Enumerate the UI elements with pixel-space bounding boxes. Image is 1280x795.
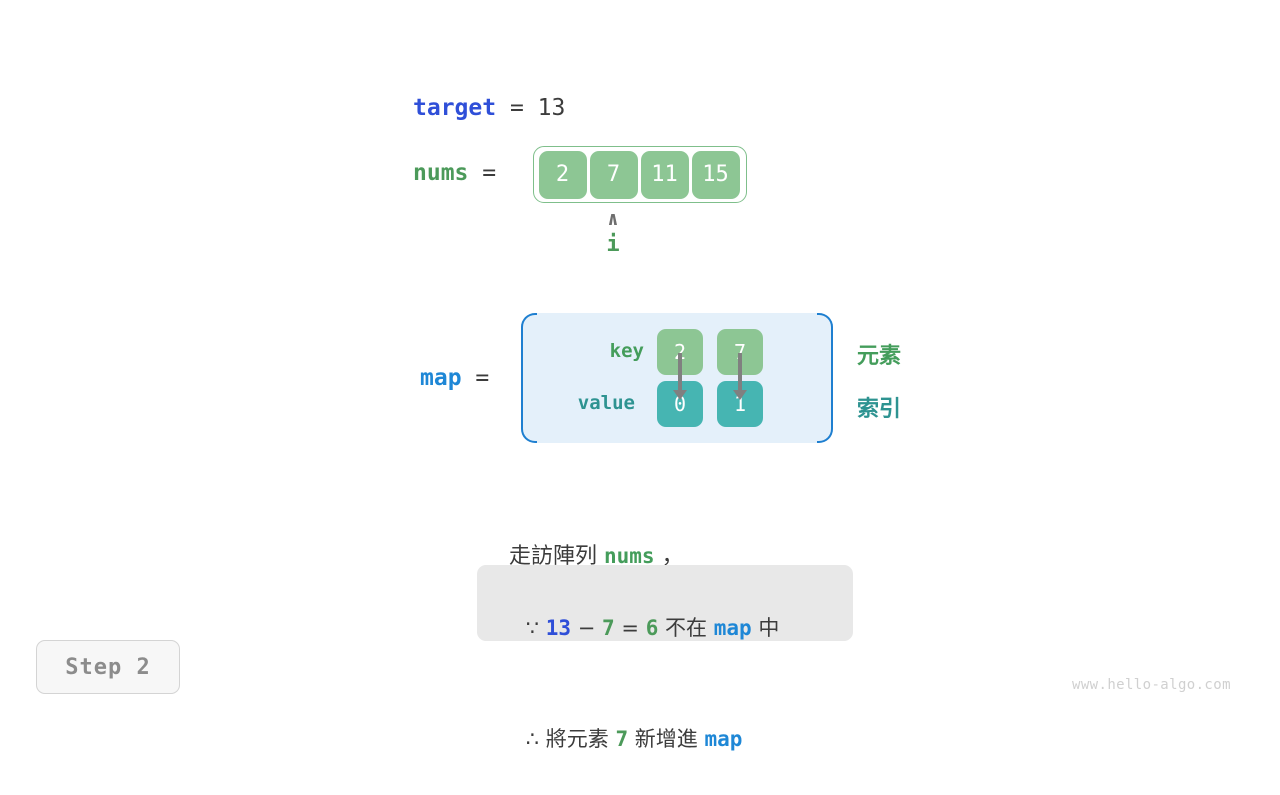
step-badge: Step 2	[36, 640, 180, 694]
note-text-into: 新增進	[634, 727, 698, 751]
note-line-2: ∴ 將元素 7 新增進 map	[499, 684, 831, 795]
map-equals: =	[475, 365, 490, 391]
caption: 走訪陣列 nums ，	[495, 513, 684, 570]
nums-equals: =	[482, 160, 497, 186]
array-cell: 2	[538, 150, 587, 199]
pointer-caret-icon: ∧	[607, 208, 619, 230]
note-added-value: 7	[615, 727, 629, 751]
array-cell: 15	[691, 150, 740, 199]
map-entry: 7 1	[717, 329, 763, 427]
target-row: target = 13	[413, 95, 565, 121]
legend-index-label: 索引	[857, 397, 902, 422]
map-arrow-icon	[673, 353, 687, 400]
caption-suffix: ，	[654, 544, 684, 569]
array-cell: 7	[589, 150, 638, 199]
nums-row-label: nums =	[413, 160, 496, 186]
nums-array: 2 7 11 15	[533, 146, 747, 203]
map-label: map	[420, 365, 462, 391]
note-text-notin: 不在	[665, 616, 708, 640]
note-minus: −	[577, 616, 596, 640]
caption-prefix: 走訪陣列	[509, 544, 604, 569]
target-value: 13	[537, 95, 566, 121]
pointer-index-label: i	[606, 232, 620, 257]
legend-element-label: 元素	[857, 344, 902, 369]
map-brace-right-icon	[817, 313, 833, 443]
note-target-value: 13	[545, 616, 572, 640]
map-brace-left-icon	[521, 313, 537, 443]
map-entry: 2 0	[657, 329, 703, 427]
note-map-ref: map	[713, 616, 752, 640]
note-line-1: ∵ 13 − 7 = 6 不在 map 中	[499, 573, 831, 684]
note-box: ∵ 13 − 7 = 6 不在 map 中 ∴ 將元素 7 新增進 map	[477, 565, 853, 751]
map-arrow-icon	[733, 353, 747, 400]
target-equals: =	[509, 95, 524, 121]
note-text-tail: 中	[758, 616, 780, 640]
note-equals: =	[621, 616, 639, 640]
caption-code: nums	[604, 544, 655, 568]
map-key-row-label: key	[609, 340, 644, 362]
therefore-symbol-icon: ∴	[525, 727, 540, 751]
map-row-label: map =	[420, 365, 489, 391]
nums-label: nums	[413, 160, 469, 186]
note-complement-value: 6	[645, 616, 659, 640]
map-value-row-label: value	[577, 392, 635, 414]
map-container: key value 2 0 7 1	[521, 313, 833, 443]
because-symbol-icon: ∵	[525, 616, 540, 640]
note-text-add: 將元素	[545, 727, 609, 751]
note-current-value: 7	[602, 616, 615, 640]
watermark: www.hello-algo.com	[1072, 677, 1231, 693]
target-label: target	[413, 95, 497, 121]
note-map-ref: map	[704, 727, 743, 751]
array-cell: 11	[640, 150, 689, 199]
